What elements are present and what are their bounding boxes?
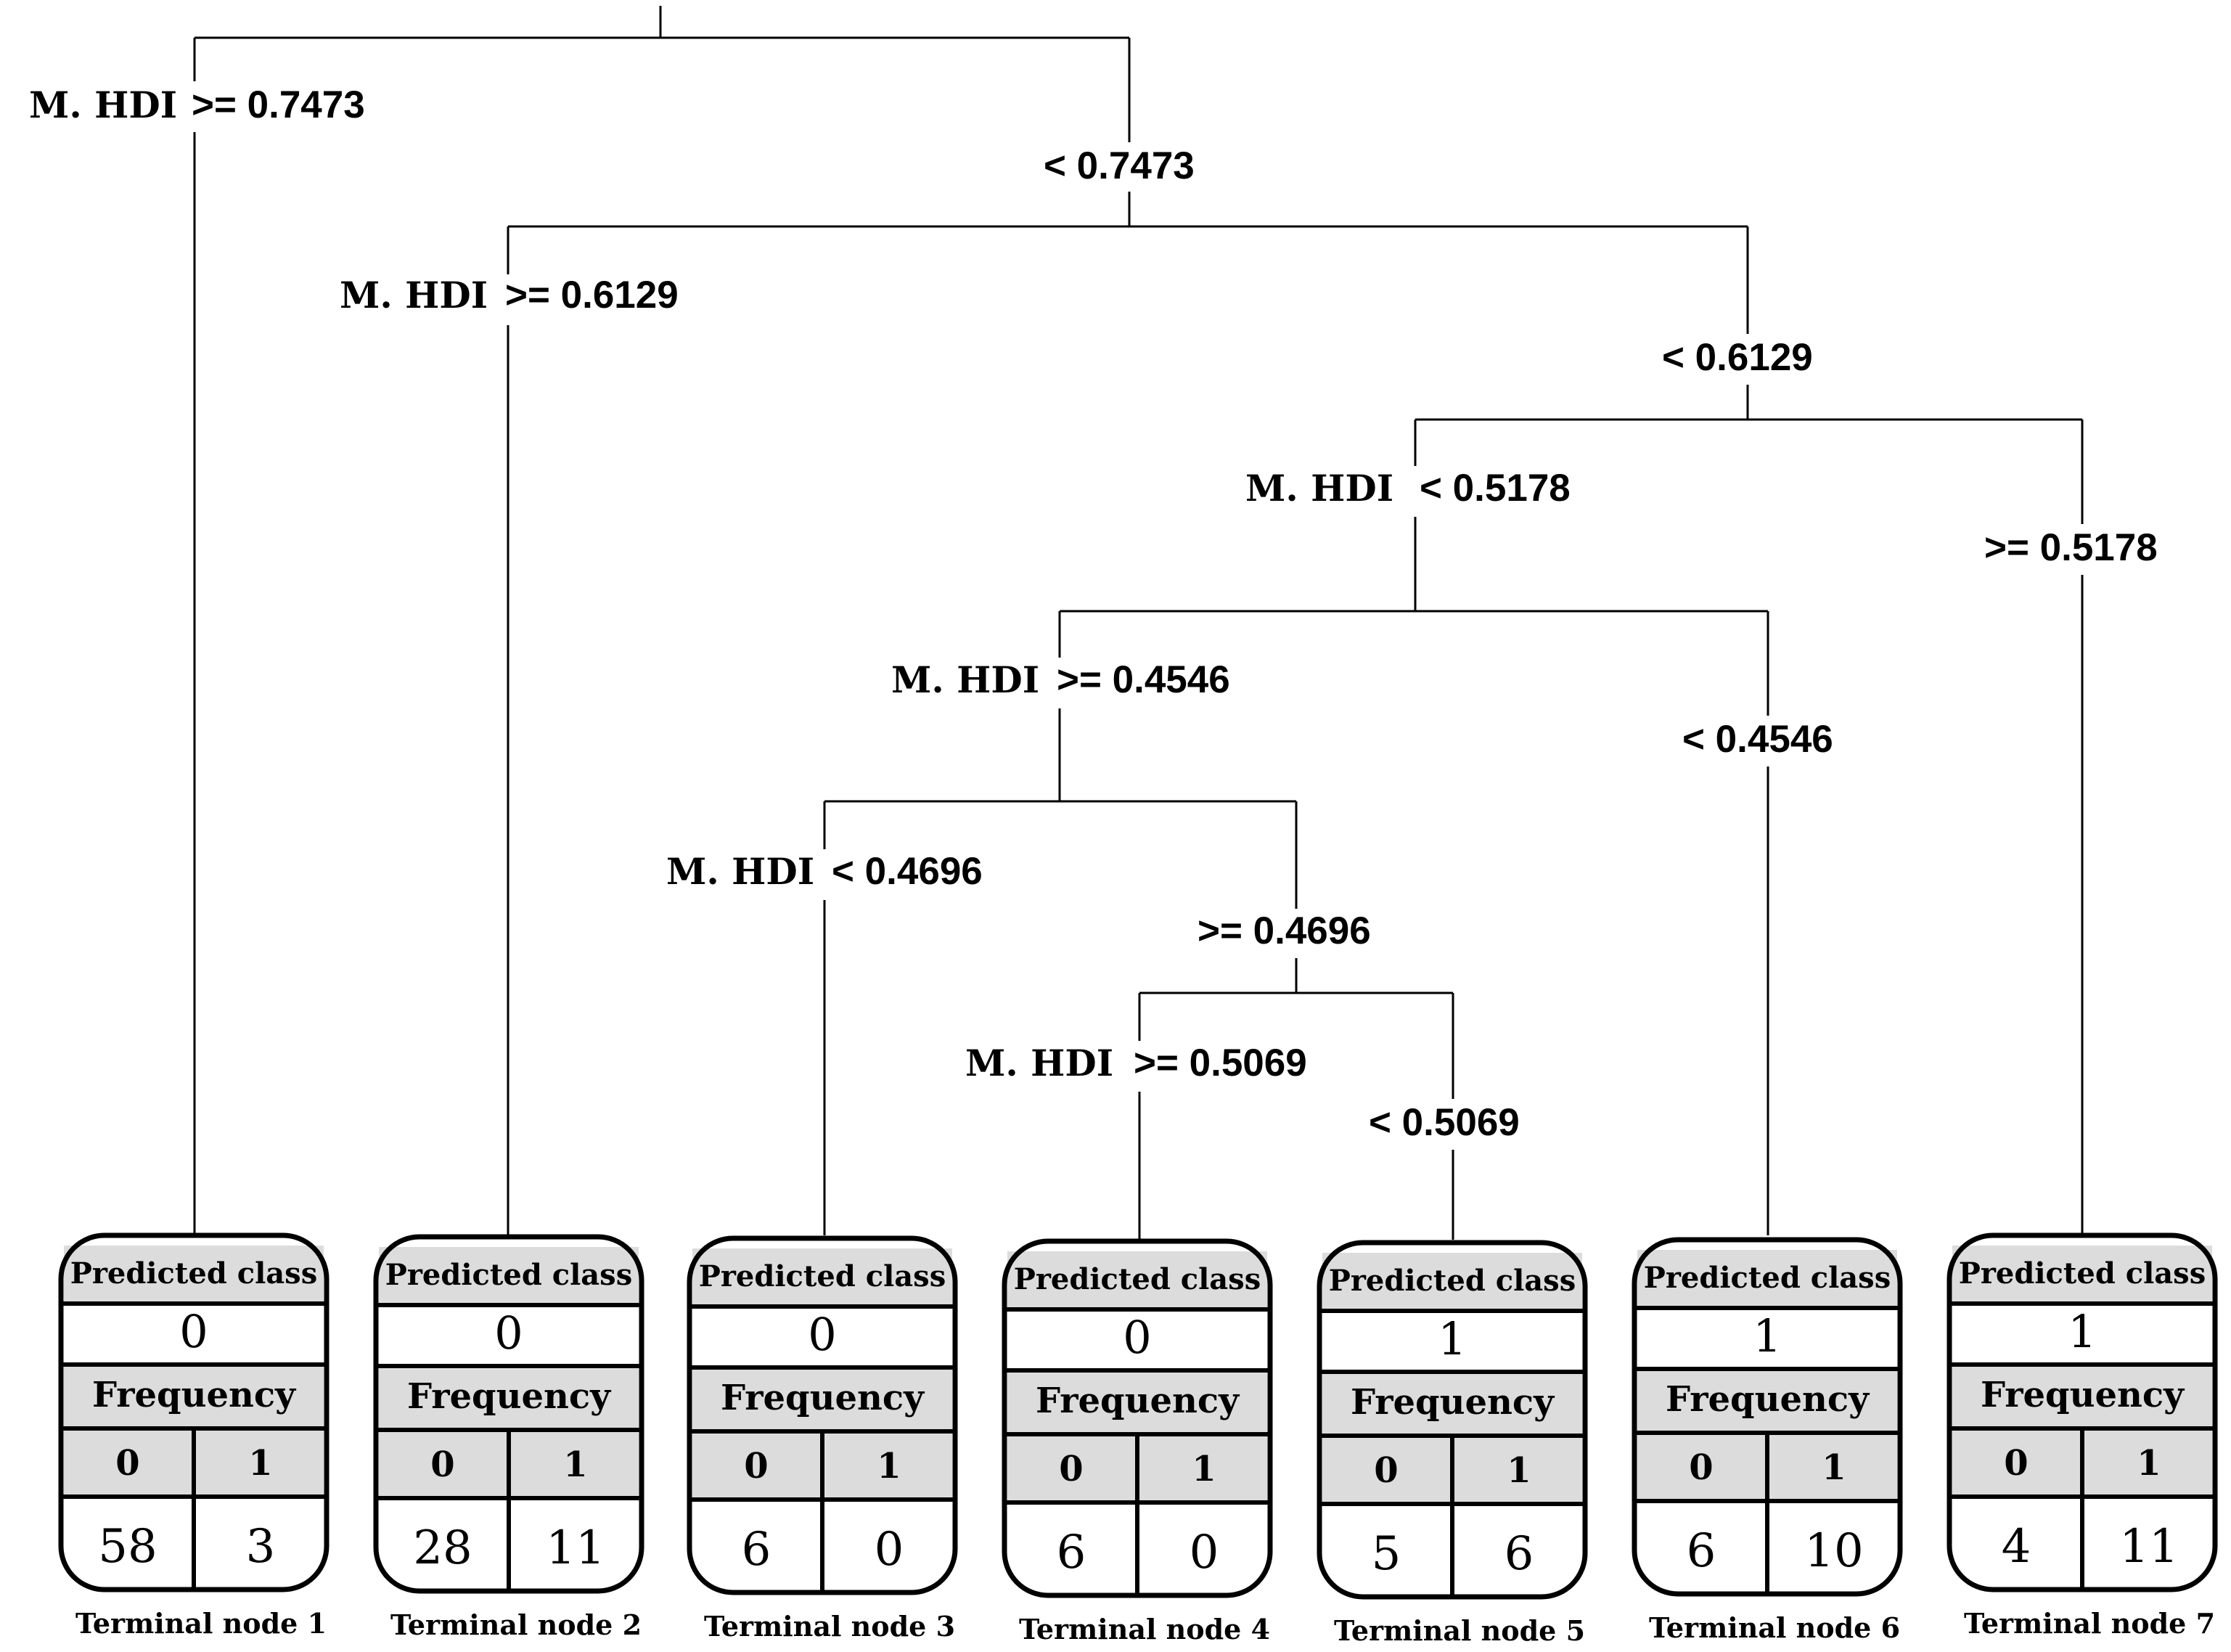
frequency-count-1: 6 — [1505, 1527, 1534, 1581]
frequency-count-1: 0 — [1190, 1526, 1219, 1579]
frequency-col-1: 1 — [2137, 1443, 2161, 1484]
terminal-node-name: Terminal node 1 — [75, 1607, 327, 1640]
split-3-left-condition: < 0.5178 — [1420, 467, 1571, 510]
predicted-class-header: Predicted class — [385, 1258, 632, 1292]
frequency-col-1: 1 — [1507, 1450, 1531, 1491]
frequency-col-0: 0 — [430, 1444, 454, 1485]
frequency-header: Frequency — [721, 1378, 925, 1418]
terminal-node-name: Terminal node 3 — [704, 1610, 955, 1643]
frequency-header: Frequency — [92, 1375, 297, 1415]
frequency-col-1: 1 — [563, 1444, 587, 1485]
frequency-count-0: 6 — [1687, 1524, 1716, 1578]
frequency-count-1: 3 — [246, 1520, 276, 1574]
terminal-node-name: Terminal node 6 — [1649, 1611, 1900, 1644]
split-2-variable: M. HDI — [340, 274, 488, 316]
frequency-count-0: 58 — [98, 1520, 157, 1574]
terminal-node-4: Predicted class 0 Frequency 0 1 6 0 Term… — [1002, 1238, 1273, 1645]
predicted-class-value: 0 — [494, 1307, 523, 1359]
frequency-col-0: 0 — [1059, 1449, 1083, 1489]
frequency-col-1: 1 — [248, 1443, 272, 1484]
predicted-class-value: 1 — [2068, 1305, 2096, 1358]
split-3-right-condition: >= 0.5178 — [1984, 526, 2158, 569]
frequency-header: Frequency — [1036, 1381, 1240, 1421]
terminal-node-3: Predicted class 0 Frequency 0 1 6 0 Term… — [687, 1235, 958, 1643]
frequency-col-0: 0 — [744, 1446, 768, 1487]
frequency-col-1: 1 — [1192, 1449, 1216, 1489]
split-4-left-condition: >= 0.4546 — [1057, 658, 1230, 701]
frequency-col-1: 1 — [877, 1446, 901, 1487]
split-2-right-condition: < 0.6129 — [1662, 336, 1813, 379]
split-4-variable: M. HDI — [891, 658, 1039, 701]
predicted-class-header: Predicted class — [1959, 1256, 2206, 1291]
split-5-variable: M. HDI — [666, 850, 814, 893]
predicted-class-header: Predicted class — [1644, 1261, 1891, 1295]
split-2-left-condition: >= 0.6129 — [505, 274, 679, 316]
frequency-count-0: 5 — [1372, 1527, 1401, 1581]
split-5-left-condition: < 0.4696 — [832, 850, 983, 893]
split-1-left-condition: >= 0.7473 — [192, 83, 365, 126]
frequency-count-0: 28 — [413, 1521, 472, 1575]
predicted-class-header: Predicted class — [1014, 1262, 1261, 1296]
frequency-col-0: 0 — [1689, 1447, 1713, 1488]
terminal-node-6: Predicted class 1 Frequency 0 1 6 10 Ter… — [1632, 1237, 1903, 1644]
predicted-class-header: Predicted class — [70, 1256, 317, 1291]
frequency-col-0: 0 — [1374, 1450, 1398, 1491]
terminal-node-2: Predicted class 0 Frequency 0 1 28 11 Te… — [373, 1234, 644, 1641]
terminal-node-1: Predicted class 0 Frequency 0 1 58 3 Ter… — [58, 1232, 329, 1640]
frequency-header: Frequency — [1666, 1379, 1870, 1420]
frequency-count-0: 6 — [1057, 1526, 1086, 1579]
split-6-left-condition: >= 0.5069 — [1134, 1042, 1307, 1084]
frequency-count-0: 4 — [2002, 1520, 2031, 1574]
terminal-node-name: Terminal node 2 — [390, 1608, 642, 1641]
split-1-right-condition: < 0.7473 — [1044, 144, 1195, 187]
split-1-variable: M. HDI — [29, 83, 177, 126]
terminal-nodes: Predicted class 0 Frequency 0 1 58 3 Ter… — [58, 1232, 2218, 1647]
terminal-node-name: Terminal node 4 — [1019, 1613, 1270, 1645]
frequency-count-1: 0 — [875, 1523, 904, 1577]
frequency-col-0: 0 — [2004, 1443, 2028, 1484]
split-4-right-condition: < 0.4546 — [1682, 718, 1833, 761]
frequency-header: Frequency — [1351, 1382, 1555, 1423]
predicted-class-value: 0 — [1123, 1311, 1151, 1364]
terminal-node-7: Predicted class 1 Frequency 0 1 4 11 Ter… — [1947, 1232, 2218, 1640]
frequency-col-1: 1 — [1822, 1447, 1846, 1488]
frequency-header: Frequency — [407, 1376, 612, 1417]
split-6-variable: M. HDI — [965, 1042, 1113, 1084]
predicted-class-header: Predicted class — [1329, 1264, 1576, 1298]
predicted-class-value: 0 — [179, 1305, 208, 1358]
tree-edges — [193, 6, 2084, 1240]
frequency-count-1: 11 — [2119, 1520, 2178, 1574]
split-5-right-condition: >= 0.4696 — [1198, 909, 1371, 952]
split-3-variable: M. HDI — [1245, 467, 1393, 510]
split-labels: M. HDI >= 0.7473 < 0.7473 M. HDI >= 0.61… — [29, 81, 2158, 1150]
predicted-class-header: Predicted class — [699, 1259, 946, 1293]
predicted-class-value: 1 — [1753, 1309, 1781, 1362]
terminal-node-name: Terminal node 5 — [1334, 1614, 1585, 1647]
terminal-node-5: Predicted class 1 Frequency 0 1 5 6 Term… — [1317, 1240, 1588, 1647]
frequency-header: Frequency — [1981, 1375, 2185, 1415]
frequency-col-0: 0 — [115, 1443, 139, 1484]
frequency-count-1: 10 — [1804, 1524, 1863, 1578]
predicted-class-value: 1 — [1438, 1312, 1466, 1365]
frequency-count-1: 11 — [546, 1521, 605, 1575]
split-6-right-condition: < 0.5069 — [1369, 1101, 1520, 1144]
terminal-node-name: Terminal node 7 — [1964, 1607, 2215, 1640]
predicted-class-value: 0 — [808, 1308, 836, 1361]
frequency-count-0: 6 — [742, 1523, 771, 1577]
